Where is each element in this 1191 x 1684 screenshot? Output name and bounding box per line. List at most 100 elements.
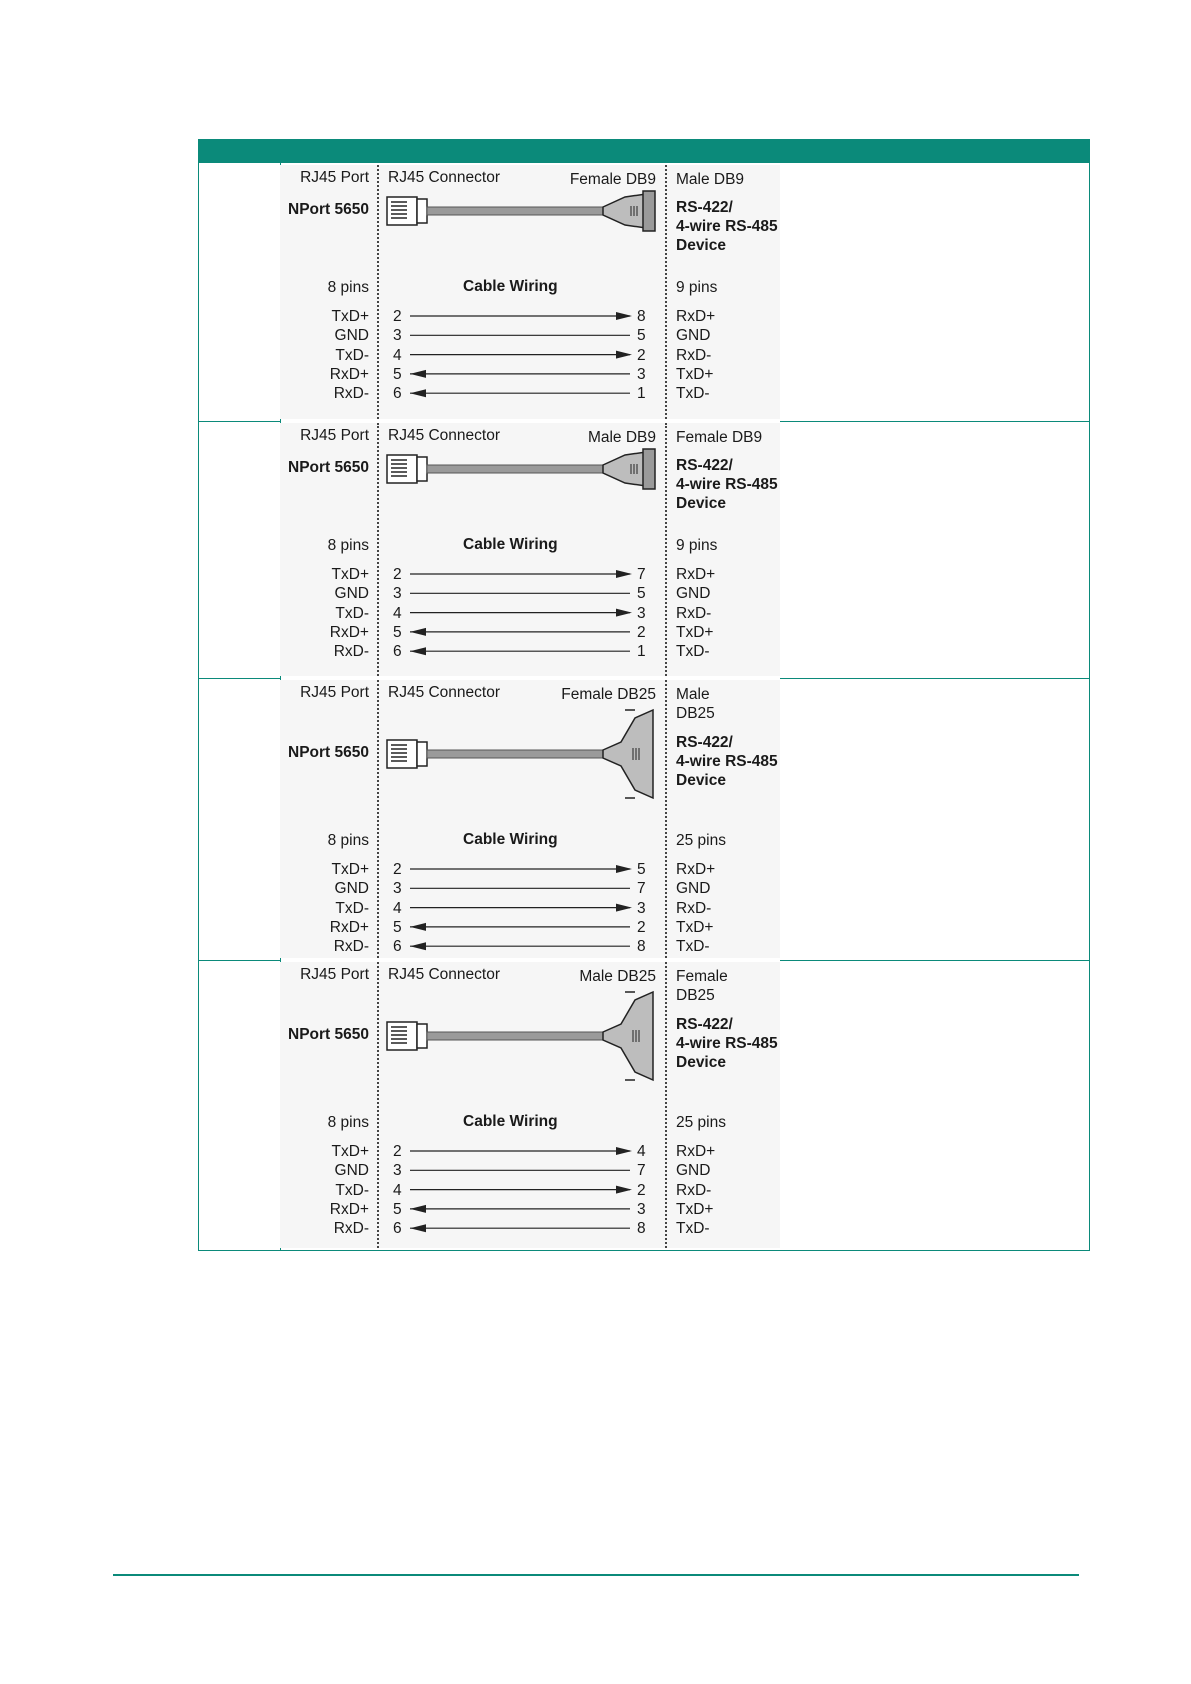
left-pin-number: 6 [393,385,402,403]
device-type-label: 4-wire RS-485 [676,218,778,235]
right-signal-label: TxD- [676,385,710,403]
left-pin-number: 6 [393,1220,402,1238]
right-signal-label: GND [676,585,711,603]
left-pin-count: 8 pins [327,279,369,296]
right-pin-number: 7 [637,880,646,898]
arrow-left-icon [410,1224,426,1233]
right-pin-number: 3 [637,1200,646,1218]
nport-model-label: NPort 5650 [288,1026,369,1043]
left-signal-label: RxD+ [329,1200,369,1218]
device-connector-label: DB25 [676,705,715,722]
device-type-label: RS-422/ [676,199,733,216]
right-pin-count: 25 pins [676,832,726,849]
cable-wiring-heading: Cable Wiring [463,536,558,553]
cable-end-connector-label: Male DB25 [579,968,656,985]
cable-body [426,206,604,216]
db25-connector-icon [602,990,654,1082]
cable-connector-drawing [386,190,656,232]
left-signal-label: GND [334,1162,369,1180]
device-type-label: Device [676,237,726,254]
cable-end-connector-label: Female DB9 [569,171,656,188]
left-signal-label: TxD- [335,1181,369,1199]
cable-wiring-heading: Cable Wiring [463,831,558,848]
cable-end-connector-label: Female DB25 [561,686,656,703]
left-signal-label: GND [334,585,369,603]
cable-wiring-heading: Cable Wiring [463,278,558,295]
left-pin-number: 3 [393,880,402,898]
arrow-left-icon [410,942,426,951]
left-pin-number: 6 [393,643,402,661]
left-signal-label: RxD+ [329,365,369,383]
arrow-left-icon [410,389,426,398]
arrow-right-icon [616,312,632,320]
left-pin-count: 8 pins [327,537,369,554]
nport-model-label: NPort 5650 [288,201,369,218]
arrow-right-icon [616,903,632,912]
cable-connector-drawing [386,990,654,1082]
right-pin-number: 4 [637,1143,646,1160]
device-type-label: 4-wire RS-485 [676,1035,778,1052]
arrow-left-icon [410,627,426,636]
left-pin-number: 3 [393,1162,402,1180]
left-pin-count: 8 pins [327,1114,369,1131]
table-header-bar [198,139,1090,163]
rj45-connector-label: RJ45 Connector [388,169,501,186]
right-pin-count: 9 pins [676,279,718,296]
left-pin-number: 2 [393,308,402,325]
right-pin-number: 2 [637,918,646,936]
right-signal-label: TxD- [676,938,710,956]
right-pin-number: 5 [637,327,646,345]
left-signal-label: TxD+ [331,566,369,583]
left-signal-label: TxD- [335,346,369,364]
cable-connector-drawing [386,448,656,490]
device-connector-label: Male DB9 [676,171,745,188]
device-connector-label: Female DB9 [676,429,763,446]
arrow-left-icon [410,1204,426,1213]
left-pin-number: 3 [393,585,402,603]
rj45-plug-icon [386,196,418,226]
cable-body [426,464,604,474]
device-type-label: Device [676,772,726,789]
row-divider [780,960,1090,961]
pin-wiring-lines [410,865,632,951]
left-signal-label: RxD+ [329,918,369,936]
device-connector-label: Female [676,968,728,985]
right-pin-number: 1 [637,385,646,403]
right-pin-number: 8 [637,1220,646,1238]
left-signal-label: TxD- [335,899,369,917]
left-pin-count: 8 pins [327,832,369,849]
left-pin-number: 4 [393,899,402,917]
right-pin-number: 8 [637,938,646,956]
left-signal-label: RxD+ [329,623,369,641]
right-signal-label: RxD+ [676,566,716,583]
device-type-label: 4-wire RS-485 [676,476,778,493]
device-type-label: 4-wire RS-485 [676,753,778,770]
left-dotted-divider [377,680,379,958]
left-pin-number: 2 [393,861,402,878]
left-dotted-divider [377,165,379,419]
arrow-left-icon [410,647,426,656]
right-pin-number: 3 [637,604,646,622]
device-type-label: RS-422/ [676,734,733,751]
right-signal-label: GND [676,1162,711,1180]
left-pin-number: 2 [393,566,402,583]
right-pin-count: 9 pins [676,537,718,554]
device-connector-label: Male [676,686,710,703]
left-signal-label: RxD- [333,938,369,956]
rj45-port-label: RJ45 Port [300,966,369,983]
left-pin-number: 6 [393,938,402,956]
pin-wiring-lines [410,312,632,398]
arrow-right-icon [616,608,632,617]
rj45-port-label: RJ45 Port [300,169,369,186]
rj45-port-label: RJ45 Port [300,427,369,444]
cable-body [426,1031,604,1041]
right-signal-label: RxD- [676,1181,712,1199]
row-divider [198,960,280,961]
right-pin-count: 25 pins [676,1114,726,1131]
device-connector-label: DB25 [676,987,715,1004]
device-type-label: Device [676,1054,726,1071]
arrow-right-icon [616,1185,632,1194]
left-signal-label: GND [334,327,369,345]
device-type-label: RS-422/ [676,457,733,474]
right-pin-number: 2 [637,1181,646,1199]
